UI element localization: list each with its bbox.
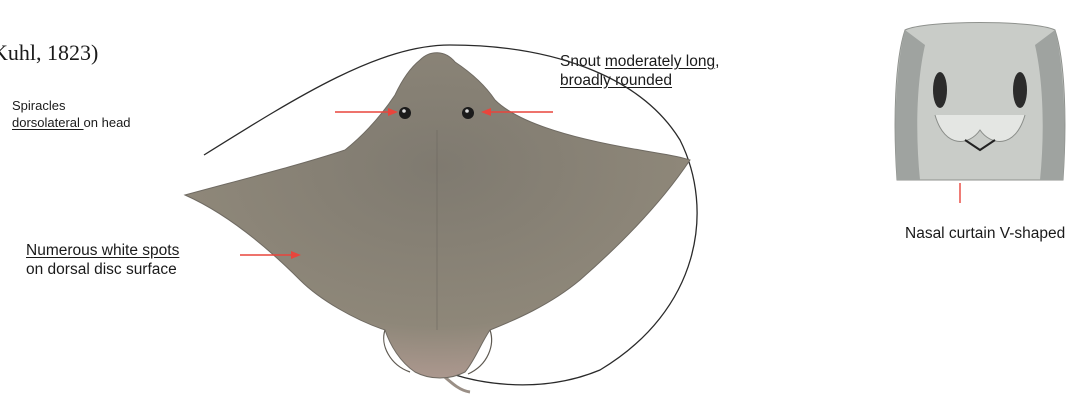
ray-left-eye [399, 107, 411, 119]
nasal-curtain-photo [885, 20, 1075, 183]
ray-right-eye [462, 107, 474, 119]
nostril-left [933, 72, 947, 108]
nostril-right [1013, 72, 1027, 108]
